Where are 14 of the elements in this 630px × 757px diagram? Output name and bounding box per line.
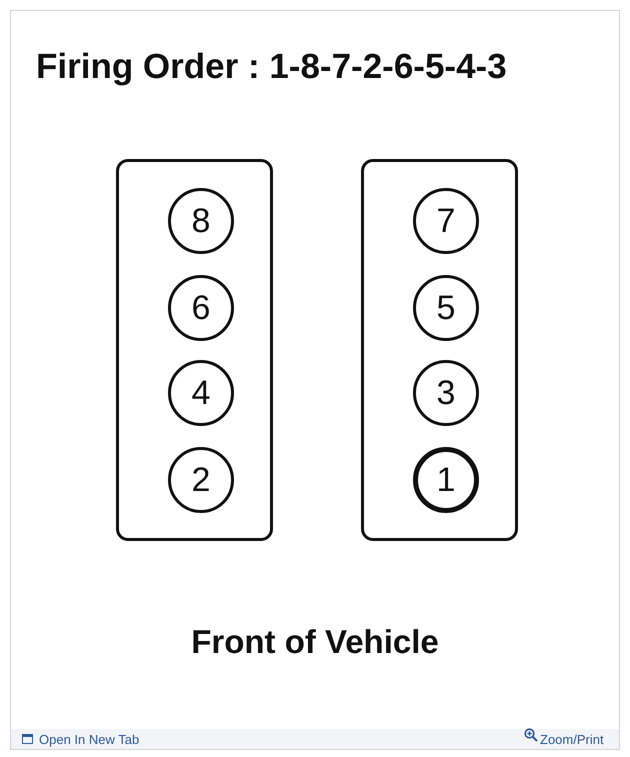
- cylinder-bank-box: [361, 159, 518, 541]
- diagram-title: Firing Order : 1-8-7-2-6-5-4-3: [36, 47, 507, 87]
- zoom-print-link: Zoom/Print: [540, 732, 604, 747]
- cylinder-number-circle: 7: [413, 188, 479, 254]
- cylinder-bank-box: [116, 159, 273, 541]
- cylinder-number-circle: 1: [413, 447, 479, 513]
- cylinder-number-circle: 5: [413, 275, 479, 341]
- cylinder-number-circle: 8: [168, 188, 234, 254]
- cylinder-number-circle: 3: [413, 360, 479, 426]
- open-link: Open In New Tab: [39, 732, 140, 747]
- caption-text: Front of Vehicle: [190, 623, 440, 661]
- cylinder-number-circle: 2: [168, 447, 234, 513]
- cylinder-number-circle: 6: [168, 275, 234, 341]
- cylinder-number-circle: 4: [168, 360, 234, 426]
